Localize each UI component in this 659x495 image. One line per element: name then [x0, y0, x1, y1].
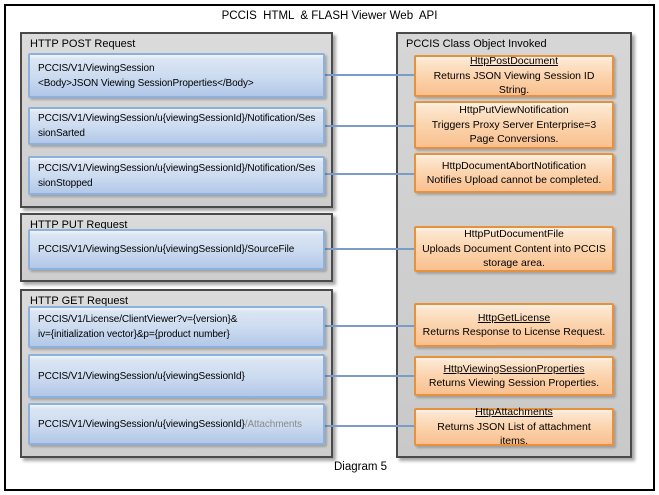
request-text: PCCIS/V1/ViewingSession/u{viewingSession… — [38, 370, 245, 382]
class-box-http-viewing-session-properties: HttpViewingSessionProperties Returns Vie… — [414, 356, 614, 396]
diagram-title: PCCIS HTML & FLASH Viewer Web API — [221, 10, 438, 22]
connector-line — [322, 375, 416, 377]
connector-line — [322, 173, 416, 175]
class-box-http-put-view-notification: HttpPutViewNotification Triggers Proxy S… — [414, 101, 614, 149]
request-box-license: PCCIS/V1/License/ClientViewer?v={version… — [28, 306, 325, 348]
group-label-put: HTTP PUT Request — [30, 219, 128, 231]
class-description: Returns Response to License Request. — [422, 326, 606, 338]
class-name: HttpPutDocumentFile — [464, 228, 564, 241]
request-text: PCCIS/V1/ViewingSession — [38, 62, 155, 74]
request-text: PCCIS/V1/License/ClientViewer?v={version… — [38, 314, 238, 325]
request-text: sionSarted — [38, 128, 85, 139]
panel-label: PCCIS Class Object Invoked — [406, 38, 547, 50]
request-box-session-stopped: PCCIS/V1/ViewingSession/u{viewingSession… — [28, 156, 325, 195]
class-box-http-post-document: HttpPostDocument Returns JSON Viewing Se… — [414, 55, 614, 97]
request-text: PCCIS/V1/ViewingSession/u{viewingSession… — [38, 244, 295, 255]
connector-line — [322, 125, 416, 127]
class-box-http-put-document-file: HttpPutDocumentFile Uploads Document Con… — [414, 226, 614, 272]
request-text: sionStopped — [38, 177, 93, 189]
outer-frame — [4, 4, 655, 491]
request-text: <Body>JSON Viewing SessionProperties</Bo… — [38, 77, 254, 89]
connector-line — [322, 74, 416, 76]
diagram-caption: Diagram 5 — [333, 461, 388, 473]
connector-line — [322, 248, 416, 250]
class-description: Returns JSON List of attachment items. — [437, 420, 591, 448]
class-name: HttpGetLicense — [477, 311, 551, 324]
request-text: PCCIS/V1/ViewingSession/u{viewingSession… — [38, 162, 316, 174]
group-label-get: HTTP GET Request — [30, 295, 129, 307]
request-text: iv={initialization vector}&p={product nu… — [38, 329, 230, 340]
request-box-attachments: PCCIS/V1/ViewingSession/u{viewingSession… — [28, 403, 325, 445]
request-box-viewing-session-get: PCCIS/V1/ViewingSession/u{viewingSession… — [28, 354, 325, 398]
class-description: Uploads Document Content into PCCIS stor… — [422, 242, 606, 270]
class-name: HttpPostDocument — [469, 55, 559, 68]
request-box-viewing-session: PCCIS/V1/ViewingSession <Body>JSON Viewi… — [28, 53, 325, 98]
request-box-session-started: PCCIS/V1/ViewingSession/u{viewingSession… — [28, 107, 325, 145]
class-description: Returns Viewing Session Properties. — [428, 377, 600, 389]
class-box-http-document-abort-notification: HttpDocumentAbortNotification Notifies U… — [414, 153, 614, 193]
class-description: Triggers Proxy Server Enterprise=3 Page … — [431, 118, 597, 146]
class-name: HttpViewingSessionProperties — [443, 362, 585, 375]
class-box-http-get-license: HttpGetLicense Returns Response to Licen… — [414, 303, 614, 347]
class-name: HttpAttachments — [475, 406, 553, 419]
class-box-http-attachments: HttpAttachments Returns JSON List of att… — [414, 406, 614, 448]
connector-line — [322, 325, 416, 327]
request-text: PCCIS/V1/ViewingSession/u{viewingSession… — [38, 417, 315, 432]
request-text-muted-suffix: /Attachments — [244, 418, 302, 430]
class-description: Notifies Upload cannot be completed. — [426, 174, 602, 186]
class-name: HttpPutViewNotification — [459, 104, 569, 117]
request-box-source-file: PCCIS/V1/ViewingSession/u{viewingSession… — [28, 229, 325, 270]
request-text-main: PCCIS/V1/ViewingSession/u{viewingSession… — [38, 418, 245, 430]
connector-line — [322, 425, 416, 427]
class-name: HttpDocumentAbortNotification — [441, 159, 587, 172]
request-text: PCCIS/V1/ViewingSession/u{viewingSession… — [38, 113, 316, 124]
group-label-post: HTTP POST Request — [30, 38, 136, 50]
class-description: Returns JSON Viewing Session ID String. — [433, 69, 595, 97]
